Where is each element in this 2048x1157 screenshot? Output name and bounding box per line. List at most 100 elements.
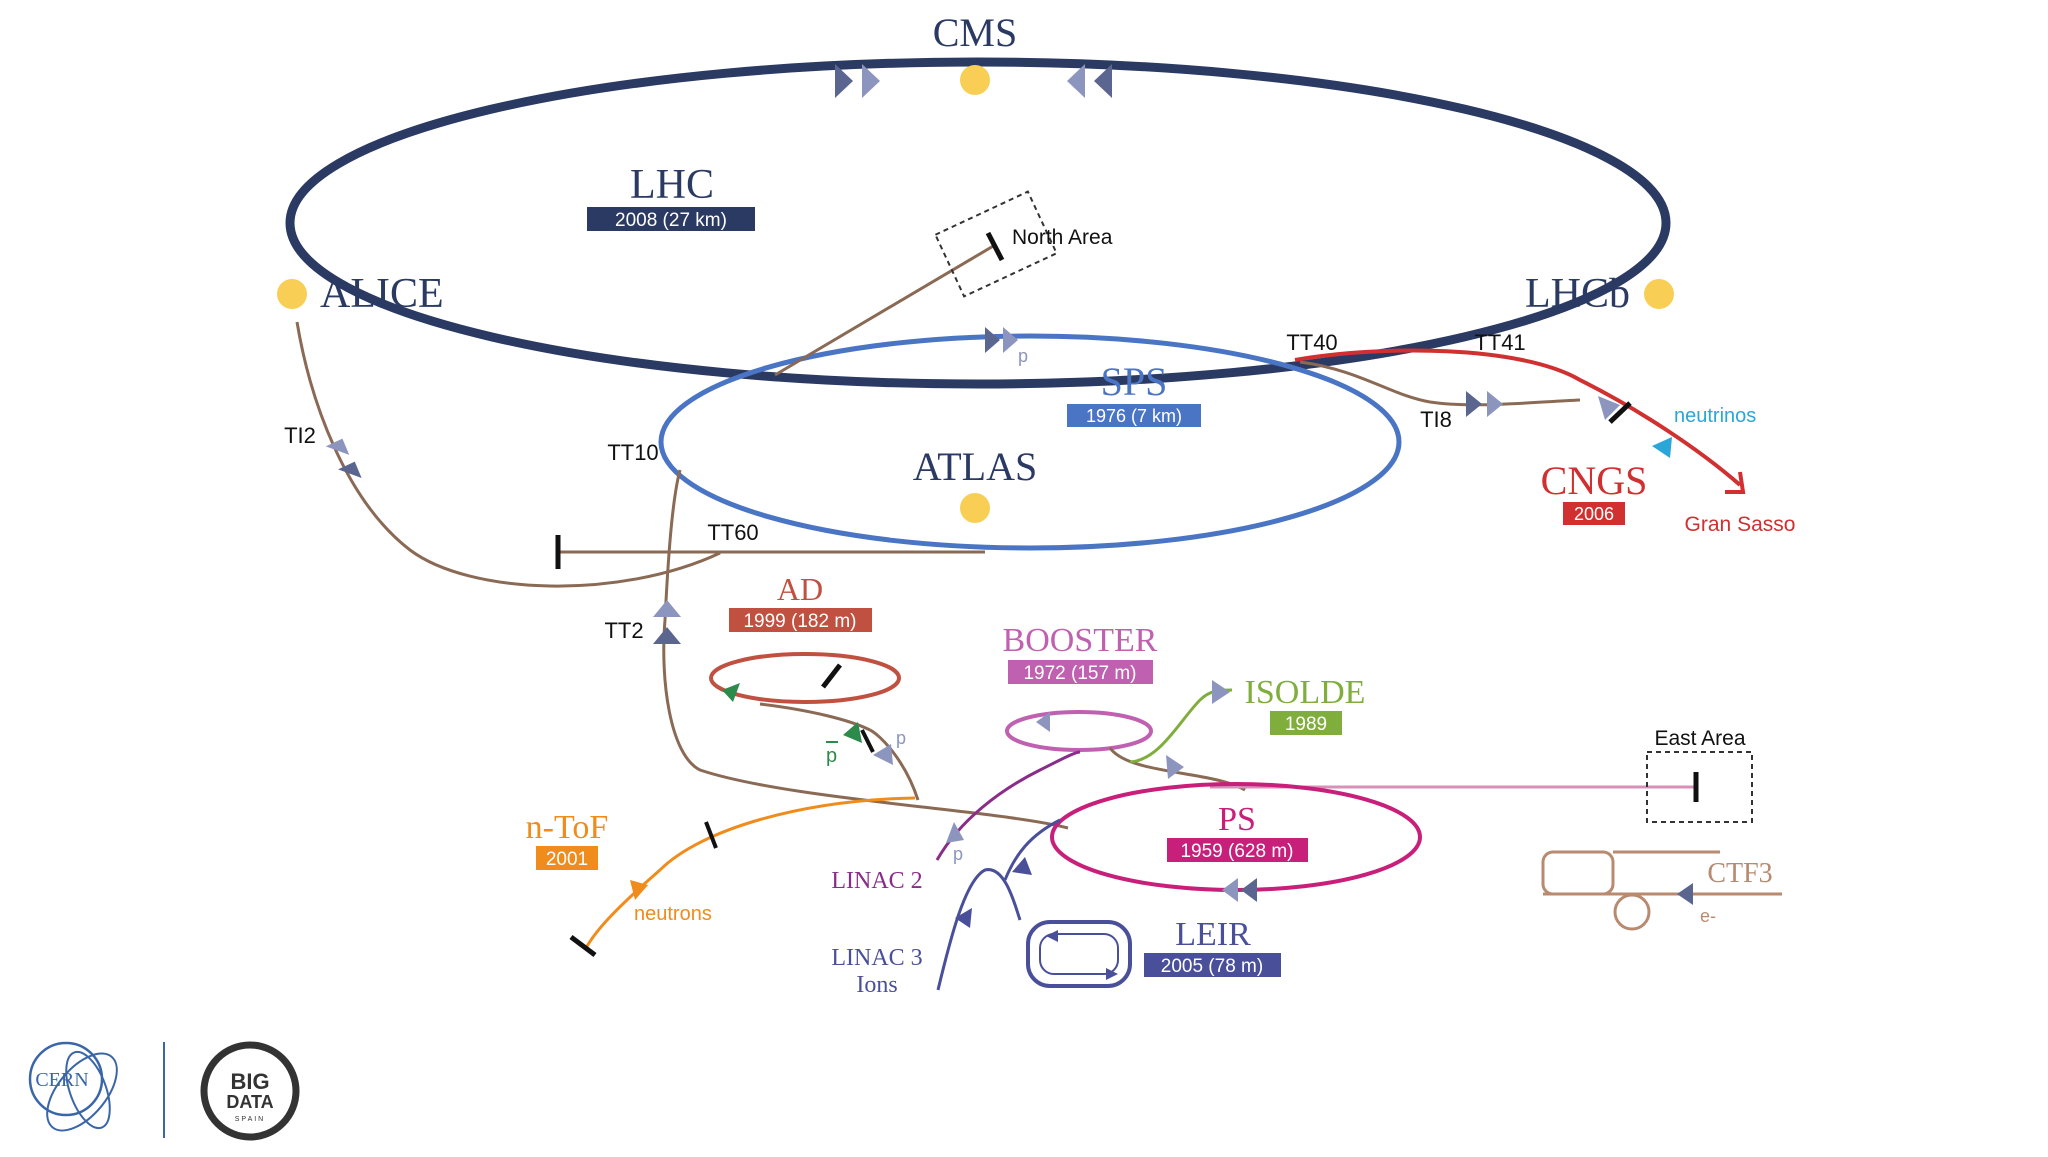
sps-detail: 1976 (7 km) [1086, 406, 1182, 426]
neutrino-arrow [1652, 437, 1672, 458]
linac3-arrow [955, 908, 972, 928]
electron-label: e- [1700, 906, 1716, 926]
lhc-beam-arrow [835, 64, 853, 98]
ctf3-name: CTF3 [1707, 858, 1772, 889]
linac3-label: LINAC 3 [831, 945, 922, 971]
ad-beam-arrow [722, 683, 740, 702]
sps-name: SPS [1101, 359, 1168, 404]
north-area-label: North Area [1012, 226, 1113, 249]
tt2-line [662, 469, 1069, 830]
east-area-label: East Area [1654, 727, 1745, 750]
cern-logo: CERN [28, 1041, 118, 1132]
gran-sasso-label: Gran Sasso [1685, 513, 1796, 536]
ti8-arrow [1487, 391, 1503, 417]
ntof-detail-box [536, 846, 598, 870]
booster-detail-box [1008, 660, 1153, 684]
ti2-line [295, 321, 721, 588]
ad-pbar-arrow [843, 722, 862, 743]
lhc-ring [285, 57, 1671, 389]
tt41-label: TT41 [1474, 330, 1525, 355]
bigdata-logo-text-1: BIG [230, 1069, 269, 1094]
leir-name: LEIR [1175, 916, 1251, 953]
ntof-line [583, 796, 916, 951]
cngs-dump [1608, 401, 1632, 424]
cern-logo-text: CERN [35, 1069, 88, 1091]
cngs-name: CNGS [1541, 458, 1648, 503]
bigdata-logo-text-2: DATA [226, 1092, 273, 1112]
booster-detail: 1972 (157 m) [1023, 663, 1136, 684]
ntof-target [704, 821, 718, 849]
tt2-label: TT2 [604, 618, 643, 643]
bigdata-logo-text-3: SPAIN [235, 1116, 266, 1123]
lhcb-label: LHCb [1525, 271, 1630, 317]
leir-ring [1026, 920, 1132, 988]
sps-beam-arrow [1003, 327, 1018, 353]
ad-ring [709, 652, 901, 704]
cngs-detail: 2006 [1574, 504, 1614, 524]
lhcb-point [1644, 279, 1674, 309]
cngs-detail-box [1563, 502, 1625, 525]
tt60-label: TT60 [707, 520, 758, 545]
ad-antiproton-label: p [826, 745, 837, 767]
cngs-arrowhead [1725, 471, 1746, 494]
booster-beam-arrow [1036, 712, 1050, 732]
ad-proton-label: p [896, 728, 906, 748]
linac2-label: LINAC 2 [831, 868, 922, 894]
neutrinos-label: neutrinos [1674, 405, 1756, 427]
leir-arrow [1106, 968, 1118, 980]
leir-detail: 2005 (78 m) [1161, 956, 1263, 977]
ti2-label: TI2 [284, 423, 316, 448]
cms-point [960, 65, 990, 95]
neutrons-label: neutrons [634, 903, 712, 925]
ps-name: PS [1218, 801, 1256, 838]
atlas-point [960, 493, 990, 523]
ctf3-ring [1613, 893, 1651, 931]
north-area-box [934, 190, 1058, 298]
ntof-neutron-arrow [630, 880, 648, 900]
leir-arrow [1046, 930, 1058, 942]
isolde-detail: 1989 [1285, 714, 1327, 735]
booster-to-ps-arrow [1166, 755, 1184, 779]
lhc-beam-arrow [1067, 64, 1085, 98]
alice-label: ALICE [320, 271, 444, 317]
sps-particle-label: p [1018, 346, 1028, 366]
ntof-dump [569, 935, 597, 957]
cern-logo-orbit [46, 1052, 118, 1132]
ntof-detail: 2001 [546, 849, 588, 870]
cngs-line [1294, 348, 1742, 487]
leir-detail-box [1144, 953, 1281, 977]
isolde-detail-box [1270, 711, 1342, 735]
ctf3-linac [1541, 850, 1615, 896]
ti8-arrow [1466, 391, 1482, 417]
ad-dump [821, 663, 842, 689]
isolde-arrow [1212, 680, 1230, 704]
sps-beam-arrow [985, 327, 1000, 353]
booster-ring [1005, 710, 1153, 752]
ad-extraction [780, 670, 830, 672]
lhc-name: LHC [630, 162, 714, 208]
north-area-line [774, 243, 996, 377]
ctf3-arrow [1677, 883, 1693, 905]
big-data-spain-logo: BIG DATA SPAIN [200, 1041, 300, 1141]
lhc-beam-arrow [1094, 64, 1112, 98]
atlas-label: ATLAS [913, 444, 1037, 489]
east-area-box [1646, 751, 1753, 823]
linac3-line [936, 868, 1022, 991]
ad-detail: 1999 (182 m) [743, 611, 856, 632]
cms-label: CMS [933, 10, 1018, 55]
lhc-detail: 2008 (27 km) [615, 210, 727, 231]
isolde-name: ISOLDE [1245, 674, 1366, 711]
ps-detail-box [1167, 838, 1308, 862]
tt2-arrow [653, 627, 681, 644]
linac2-particle-label: p [953, 844, 963, 864]
north-area-dump [985, 231, 1005, 262]
ntof-name: n-ToF [526, 809, 609, 846]
tt2-arrow [653, 600, 681, 617]
ps-beam-arrow [1241, 878, 1257, 902]
linac2-arrow [946, 822, 964, 843]
ps-beam-arrow [1222, 878, 1238, 902]
leir-inner [1039, 933, 1119, 975]
ti8-line [1299, 360, 1581, 407]
